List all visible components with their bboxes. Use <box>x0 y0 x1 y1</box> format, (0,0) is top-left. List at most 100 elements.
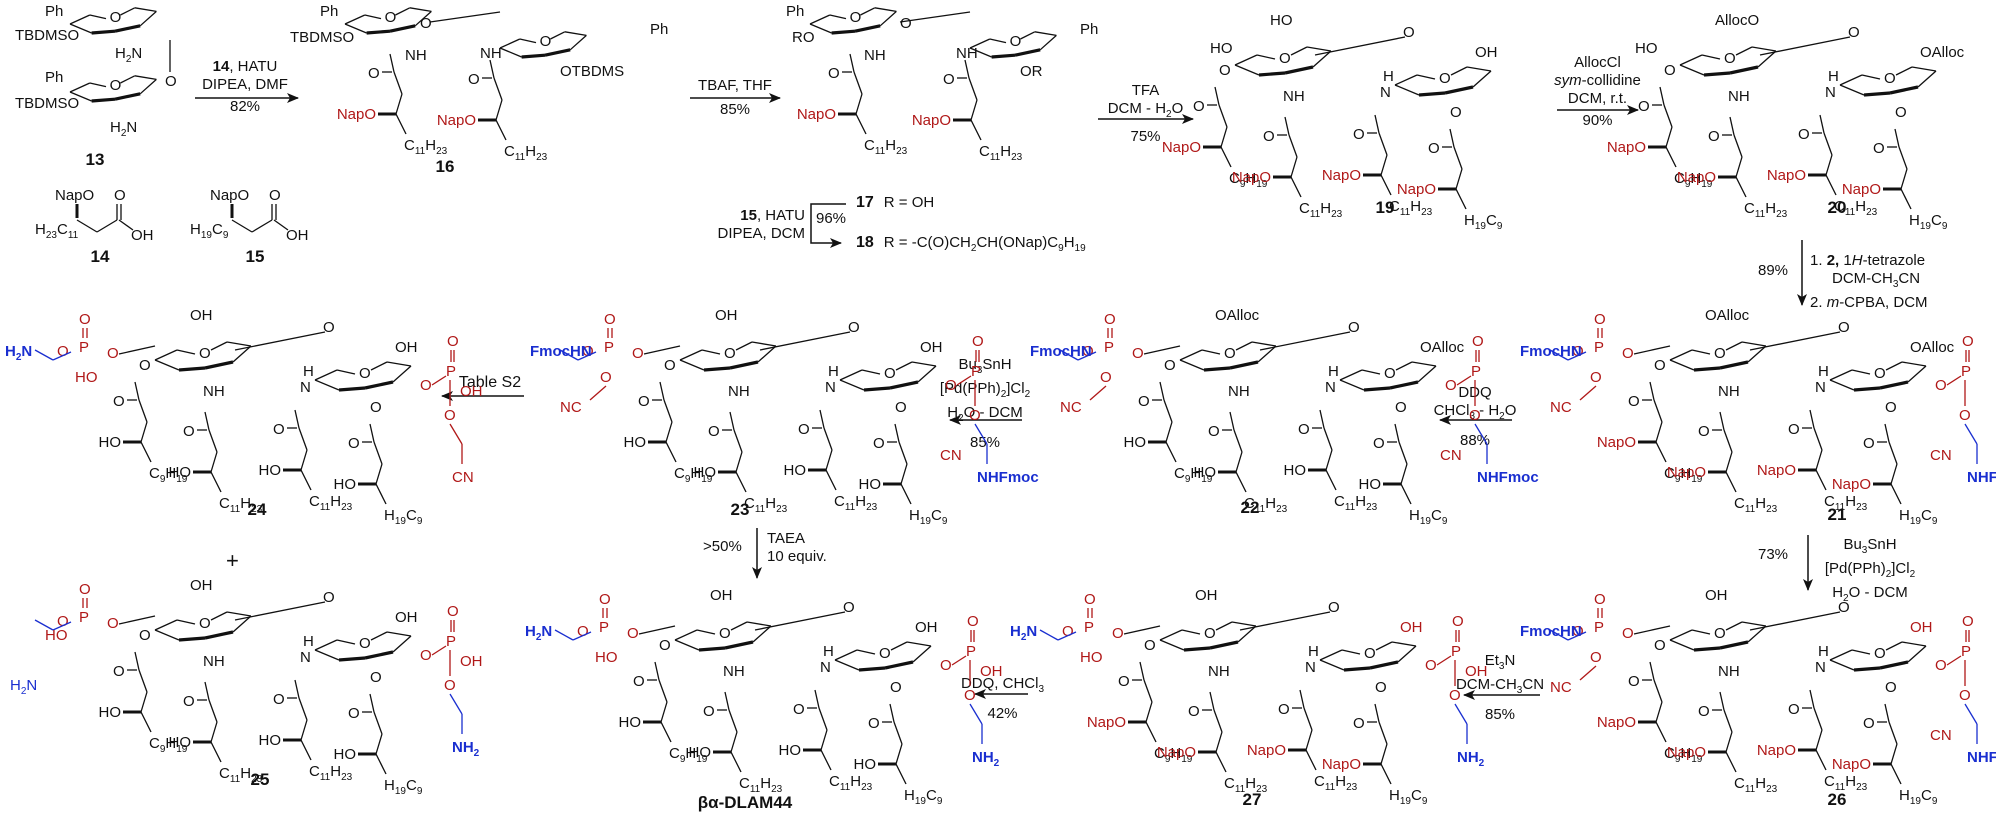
bond <box>1235 341 1253 351</box>
alkyl-chain: C11H23 <box>1299 200 1343 220</box>
bond <box>1165 441 1177 463</box>
atom-label: O <box>420 15 432 32</box>
ring-oxygen: O <box>385 9 397 26</box>
phosphorus: P <box>1961 643 1971 660</box>
bond <box>1579 385 1597 401</box>
bond <box>1450 66 1468 76</box>
bond <box>1653 399 1663 423</box>
hydroxyl-group: NapO <box>1667 464 1706 481</box>
alkyl-chain: C9H19 <box>1154 745 1193 765</box>
reagent-line: TAEA <box>767 530 806 547</box>
bond <box>1089 385 1107 401</box>
atom-label: N <box>1325 379 1336 396</box>
alkyl-chain: C11H23 <box>864 137 908 157</box>
phosphorus: P <box>1451 643 1461 660</box>
atom-label: H <box>303 363 314 380</box>
bond <box>294 679 300 699</box>
reagent-line: DIPEA, DMF <box>202 76 288 93</box>
bond <box>314 379 340 391</box>
bond <box>1898 146 1908 170</box>
carbonyl-oxygen: O <box>1428 140 1440 157</box>
hydroxyl-group: HO <box>1359 476 1382 493</box>
bond <box>375 733 383 755</box>
cyanoethyl-group: CN <box>1930 447 1952 464</box>
bond <box>369 693 375 713</box>
bond <box>895 743 903 765</box>
phosphorus: P <box>1594 619 1604 636</box>
carbonyl-oxygen: O <box>183 423 195 440</box>
bond <box>1813 427 1823 451</box>
phosphorus: P <box>1961 363 1971 380</box>
carbonyl-oxygen: O <box>348 705 360 722</box>
bond <box>96 219 118 233</box>
hydroxyl-group: HO <box>619 714 642 731</box>
hydroxyl-group: OAlloc <box>1910 339 1955 356</box>
bond <box>210 611 228 621</box>
phosphoryl-oxygen: O <box>447 333 459 350</box>
bond <box>34 619 54 631</box>
bond <box>956 375 972 386</box>
bond <box>1378 721 1388 745</box>
bond <box>1165 421 1173 443</box>
bond <box>1890 763 1902 785</box>
bond <box>1815 469 1827 491</box>
bond <box>860 7 876 16</box>
atom-label: NH <box>956 45 978 62</box>
hydroxyl-group: HO <box>334 476 357 493</box>
carbonyl-oxygen: O <box>1638 98 1650 115</box>
bond <box>1455 188 1467 210</box>
bond <box>1449 128 1455 148</box>
carbonyl-oxygen: O <box>1373 435 1385 452</box>
hydroxymethyl-group: OAlloc <box>1215 307 1260 324</box>
bond <box>1391 641 1417 647</box>
atom-label: Ph <box>650 21 668 38</box>
bond <box>140 711 152 733</box>
alkyl-chain: H19C9 <box>1909 212 1948 232</box>
atom-label: NH <box>1208 663 1230 680</box>
phosphoryl-oxygen: O <box>1084 591 1096 608</box>
phosphate-ester-oxygen: O <box>1449 687 1461 704</box>
ring-bond-bold <box>1284 65 1314 75</box>
carbonyl-oxygen: O <box>798 421 810 438</box>
carbonyl-oxygen: O <box>703 703 715 720</box>
bond <box>429 11 501 23</box>
yield-step-6: 89% <box>1758 262 1789 279</box>
bond <box>375 483 387 505</box>
atom-label: H <box>1383 68 1394 85</box>
atom-label: O <box>1082 343 1094 360</box>
hydroxyl-group: NapO <box>1087 714 1126 731</box>
bond <box>1416 74 1436 80</box>
linker-terminus: H2N <box>10 677 37 697</box>
bond <box>1159 639 1185 651</box>
yield: 90% <box>1582 112 1613 129</box>
bond <box>232 615 252 633</box>
bond <box>1809 689 1815 709</box>
bond <box>754 611 846 631</box>
carbonyl-oxygen: O <box>273 421 285 438</box>
atom-label: O <box>1664 62 1676 79</box>
bond <box>1395 361 1413 371</box>
atom-label: O <box>1590 369 1602 386</box>
ring-oxygen: O <box>359 365 371 382</box>
structure-21: OOAllocOONapOC9H19NHONapOC11H23OONHONapO… <box>1520 307 1996 527</box>
alkyl-chain: C11H23 <box>1389 198 1433 218</box>
bond <box>1380 763 1392 785</box>
ring-oxygen: O <box>1724 50 1736 67</box>
bond <box>659 381 665 401</box>
atom-label: H2N <box>110 119 137 139</box>
bond <box>679 359 705 371</box>
bond <box>389 53 395 73</box>
glycosidic-oxygen: O <box>1403 24 1415 41</box>
hydroxyl-group: NapO <box>1677 169 1716 186</box>
carbonyl-oxygen: O <box>1278 701 1290 718</box>
bond <box>674 629 698 641</box>
atom-label: H <box>1328 363 1339 380</box>
atom-label: NH <box>1728 88 1750 105</box>
atom-label: O <box>1885 679 1897 696</box>
carbonyl-oxygen: O <box>1138 393 1150 410</box>
bond <box>370 361 388 371</box>
bond <box>1655 701 1663 723</box>
linker-terminus: H2N <box>525 623 552 643</box>
carbonyl-oxygen: O <box>873 435 885 452</box>
